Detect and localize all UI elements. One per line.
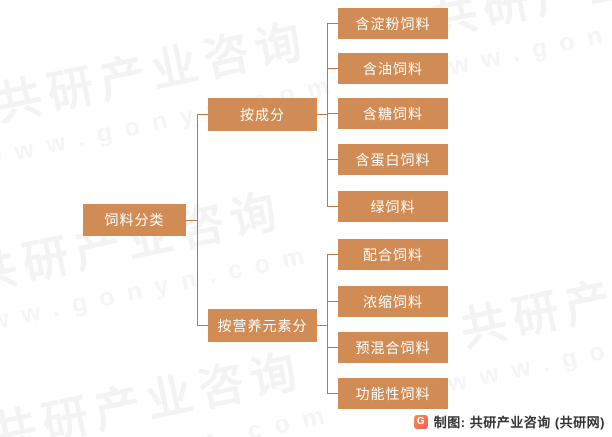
connector-line: [197, 114, 198, 326]
leaf-node-starch-feed: 含淀粉饲料: [338, 8, 448, 39]
leaf-node-protein-feed: 含蛋白饲料: [338, 144, 448, 175]
connector-line: [327, 113, 338, 114]
credit-text: 制图: 共研产业咨询 (共研网): [433, 415, 605, 430]
watermark-brand-text: 共研产业咨询: [0, 343, 308, 437]
connector-line: [327, 393, 338, 394]
connector-line: [327, 254, 338, 255]
credit-bar: G 制图: 共研产业咨询 (共研网): [413, 412, 605, 431]
connector-line: [327, 23, 328, 207]
connector-line: [327, 23, 338, 24]
connector-line: [327, 347, 338, 348]
watermark-brand-text: 共研产业咨询: [455, 238, 612, 356]
leaf-node-functional-feed: 功能性饲料: [338, 378, 448, 409]
connector-line: [317, 114, 328, 115]
connector-line: [327, 68, 338, 69]
leaf-node-oil-feed: 含油饲料: [338, 53, 448, 84]
gonyn-logo-icon: G: [413, 414, 428, 429]
branch-node-by-composition: 按成分: [208, 98, 317, 131]
root-node-feed-classification: 饲料分类: [83, 204, 186, 236]
leaf-node-concentrate-feed: 浓缩饲料: [338, 286, 448, 317]
watermark-url-text: www.gonyn.com: [444, 294, 612, 398]
connector-line: [197, 325, 208, 326]
watermark-brand-text: 共研产业咨询: [0, 183, 288, 301]
watermark-block: 共研产业咨询 www.gonyn.com: [0, 0, 345, 174]
connector-line: [327, 206, 338, 207]
leaf-node-sugar-feed: 含糖饲料: [338, 98, 448, 129]
connector-line: [186, 220, 198, 221]
connector-line: [327, 254, 328, 394]
connector-line: [327, 159, 338, 160]
connector-line: [197, 114, 208, 115]
watermark-block: 共研产业咨询 www.gonyn.com: [430, 224, 612, 399]
leaf-node-green-feed: 绿饲料: [338, 191, 448, 222]
connector-line: [317, 325, 328, 326]
leaf-node-compound-feed: 配合饲料: [338, 239, 448, 270]
connector-line: [327, 301, 338, 302]
branch-node-by-nutrient: 按营养元素分: [208, 309, 317, 342]
watermark-block: 共研产业咨询 www.gonyn.com: [0, 329, 340, 437]
watermark-url-text: www.gonyn.com: [0, 399, 340, 437]
leaf-node-premix-feed: 预混合饲料: [338, 332, 448, 363]
